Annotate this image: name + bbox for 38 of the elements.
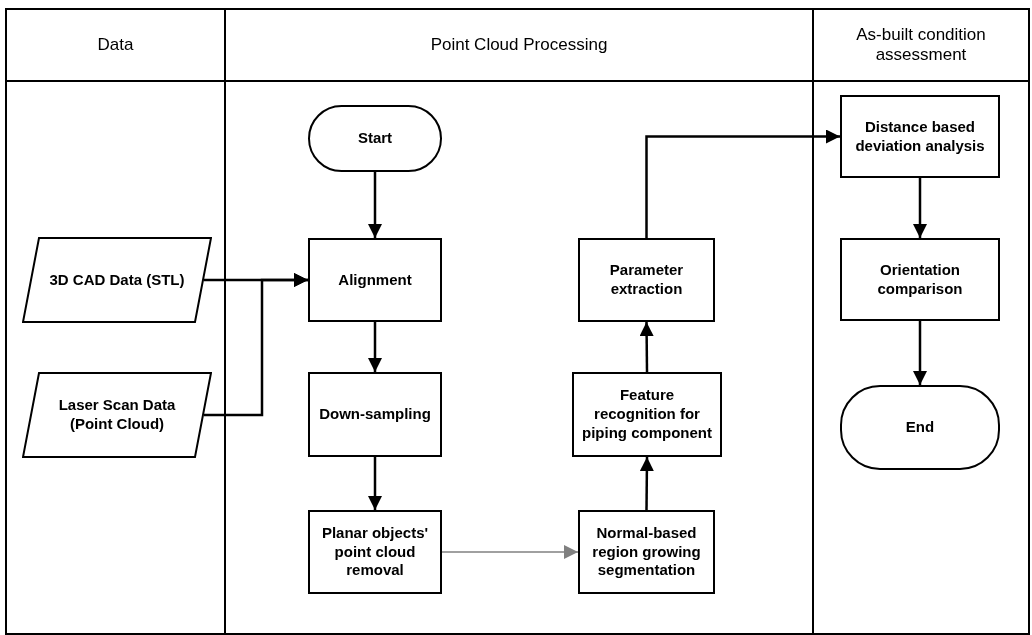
process-box [840, 95, 1000, 178]
data-parallelogram [22, 372, 212, 458]
process-box [578, 510, 715, 594]
swimlane [5, 8, 226, 635]
process-box [308, 238, 442, 322]
arrow [913, 321, 927, 385]
node-label: Alignment [337, 270, 413, 290]
node-label: End [904, 418, 936, 437]
arrow [639, 457, 654, 510]
arrow [645, 129, 840, 238]
arrow [204, 273, 308, 417]
node-label: Parameter extraction [608, 261, 685, 299]
node-label: Laser Scan Data (Point Cloud) [57, 396, 177, 434]
process-box [308, 372, 442, 457]
arrow [913, 178, 927, 238]
data-parallelogram [22, 237, 212, 323]
arrow [441, 545, 579, 559]
node-label: Orientation comparison [876, 260, 964, 299]
process-box [572, 372, 722, 457]
arrow [368, 457, 382, 510]
process-box [578, 238, 715, 322]
process-box [840, 238, 1000, 321]
swimlane [812, 8, 1030, 635]
node-label: Start [356, 129, 394, 148]
arrow [639, 322, 654, 372]
node-label: Planar objects' point cloud removal [320, 523, 430, 581]
node-label: Distance based deviation analysis [854, 117, 986, 156]
node-label: Down-sampling [318, 405, 432, 424]
arrow [368, 322, 382, 372]
node-label: Feature recognition for piping component [581, 386, 713, 443]
lane-header: As-built condition assessment [814, 10, 1028, 82]
lane-header: Point Cloud Processing [226, 10, 812, 82]
arrow [368, 172, 382, 238]
lane-header: Data [7, 10, 224, 82]
swimlane [224, 8, 814, 635]
node-label: Normal-based region growing segmentation [591, 523, 702, 581]
process-box [308, 510, 442, 594]
node-label: 3D CAD Data (STL) [48, 270, 186, 290]
